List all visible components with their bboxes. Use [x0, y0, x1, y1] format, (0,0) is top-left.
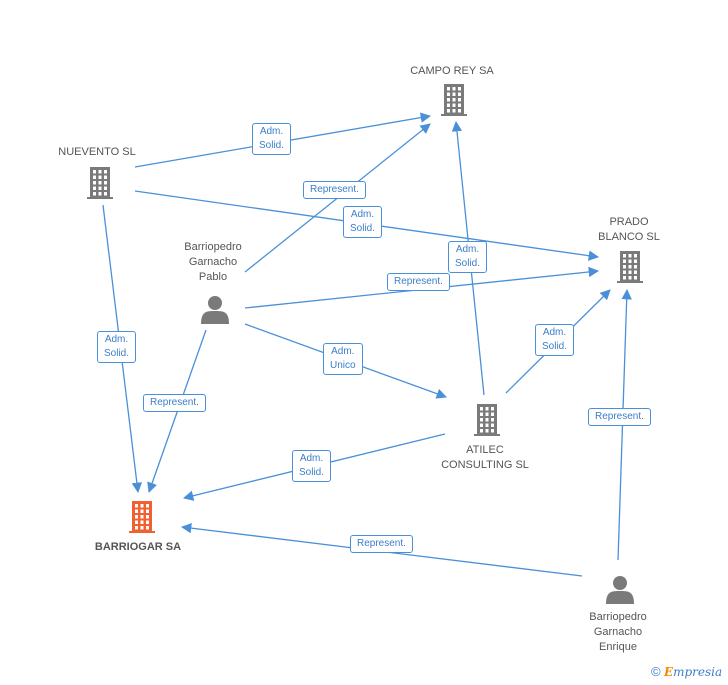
footer-brand: © Empresia	[651, 664, 722, 679]
atilec-building-icon[interactable]	[474, 404, 500, 436]
node-label-atilec[interactable]: ATILEC CONSULTING SL	[441, 444, 529, 471]
pablo-person-icon[interactable]	[201, 296, 229, 324]
node-label-pablo[interactable]: Barriopedro Garnacho Pablo	[184, 241, 242, 283]
edge-label-pablo-campo-rey[interactable]: Represent.	[303, 181, 366, 199]
node-label-campo-rey[interactable]: CAMPO REY SA	[410, 65, 494, 77]
edge-label-atilec-campo-rey[interactable]: Adm. Solid.	[448, 241, 488, 273]
prado-blanco-building-icon[interactable]	[617, 251, 643, 283]
brand-logo-initial: E	[663, 665, 674, 679]
node-label-enrique[interactable]: Barriopedro Garnacho Enrique	[589, 611, 647, 653]
node-label-nuevento[interactable]: NUEVENTO SL	[58, 146, 136, 158]
edge-label-enrique-barriogar[interactable]: Represent.	[350, 535, 413, 553]
enrique-person-icon[interactable]	[606, 576, 634, 604]
edge-label-nuevento-campo-rey[interactable]: Adm. Solid.	[252, 123, 292, 155]
nuevento-building-icon[interactable]	[87, 167, 113, 199]
barriogar-building-icon[interactable]	[129, 501, 155, 533]
edge-label-nuevento-barriogar[interactable]: Adm. Solid.	[97, 331, 137, 363]
edge-label-pablo-prado-blanco[interactable]: Represent.	[387, 273, 450, 291]
edge-label-atilec-prado-blanco[interactable]: Adm. Solid.	[535, 324, 575, 356]
edge-label-atilec-barriogar[interactable]: Adm. Solid.	[292, 450, 332, 482]
nodes-layer	[87, 84, 643, 604]
node-label-barriogar[interactable]: BARRIOGAR SA	[94, 541, 182, 553]
edge-label-pablo-atilec[interactable]: Adm. Unico	[323, 343, 363, 375]
edge-label-enrique-prado-blanco[interactable]: Represent.	[588, 408, 651, 426]
brand-logo-text: mpresia	[673, 665, 723, 679]
campo-rey-building-icon[interactable]	[441, 84, 467, 116]
node-label-prado-blanco[interactable]: PRADO BLANCO SL	[598, 216, 660, 243]
edge-label-pablo-barriogar[interactable]: Represent.	[143, 394, 206, 412]
edge-label-nuevento-prado-blanco[interactable]: Adm. Solid.	[343, 206, 383, 238]
copyright-symbol: ©	[651, 664, 661, 679]
